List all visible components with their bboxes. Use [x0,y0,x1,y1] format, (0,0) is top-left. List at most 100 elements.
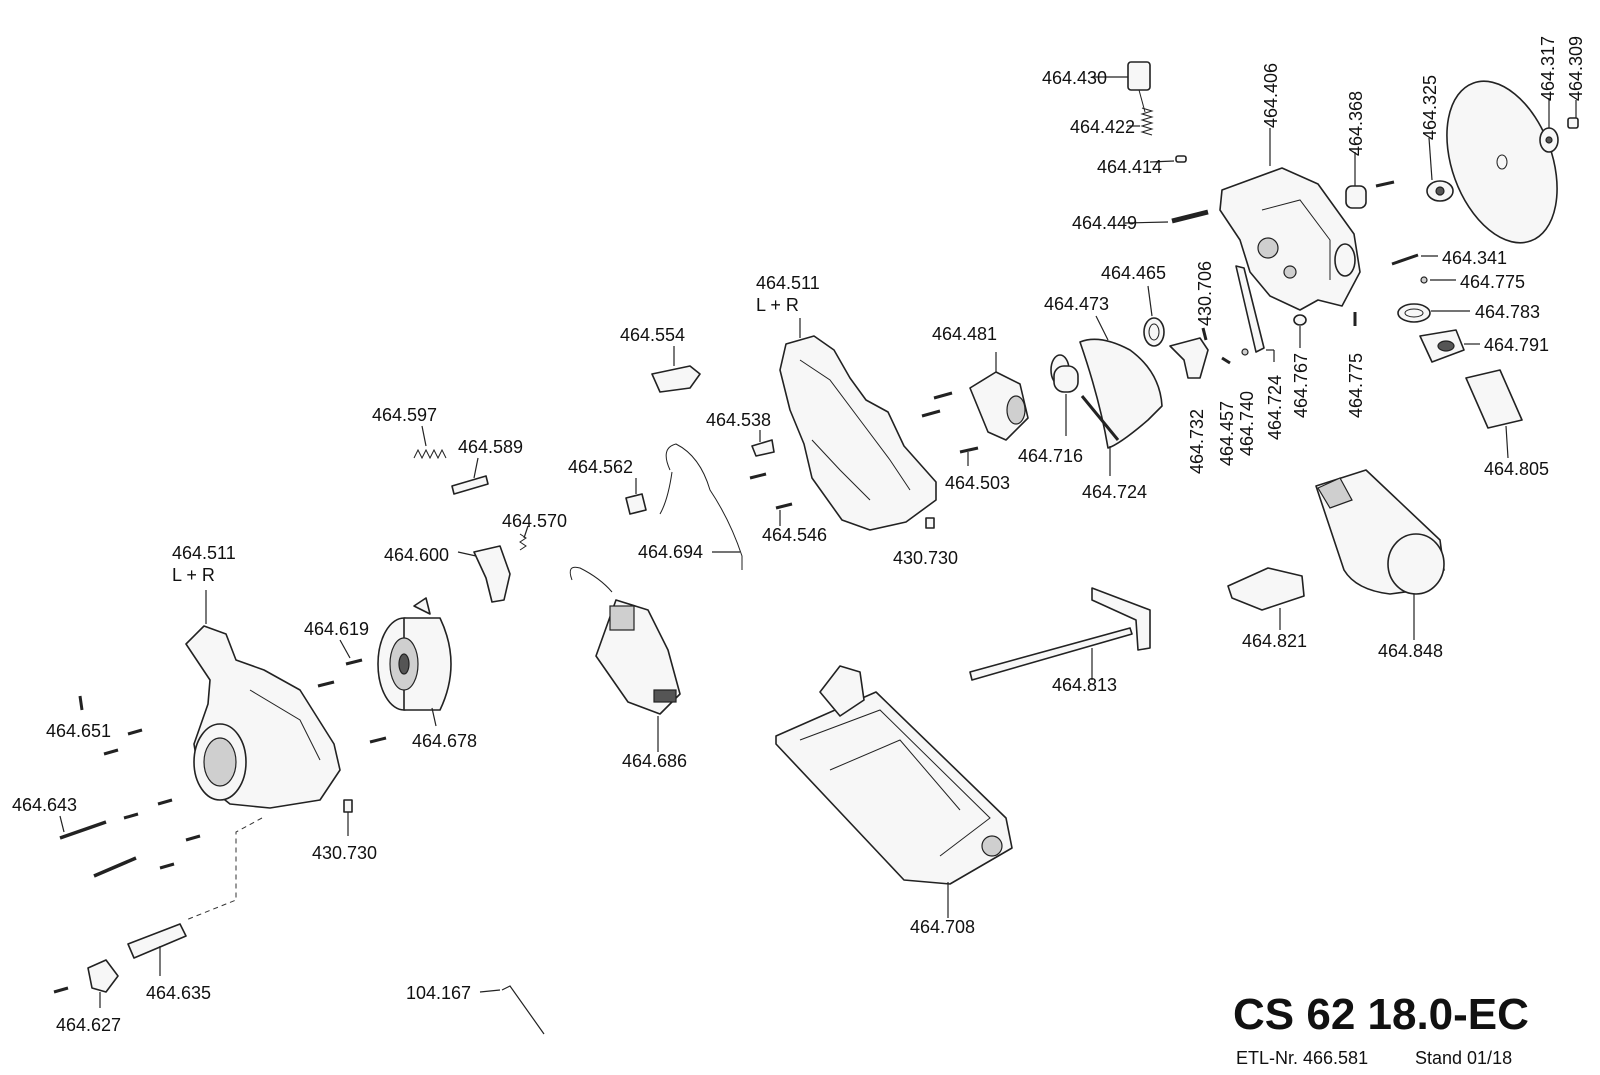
dashed-assembly-line [185,817,263,921]
slider-464589 [451,457,489,495]
rip-fence-464813 [969,587,1151,681]
clamp-464627 [87,959,119,1008]
label-464325: 464.325 [1420,74,1440,140]
spring-464724b [1080,395,1120,476]
label-464651: 464.651 [46,721,112,741]
label-464589: 464.589 [458,437,524,457]
lever-464732 [1169,337,1209,379]
label-464740: 464.740 [1237,390,1257,456]
label-464406: 464.406 [1261,62,1281,128]
spring-clip-464724a [1235,265,1275,362]
label-464791: 464.791 [1484,335,1550,355]
label-464732: 464.732 [1187,408,1207,474]
hex-key-104167 [479,985,545,1035]
label-464511-left: 464.511 [172,543,236,563]
label-464619: 464.619 [304,619,370,639]
label-464481: 464.481 [932,324,998,344]
label-464341: 464.341 [1442,248,1508,268]
label-464708: 464.708 [910,917,976,937]
label-464805: 464.805 [1484,459,1550,479]
label-464724-clip: 464.724 [1265,374,1285,440]
bearing-464368 [1345,152,1367,209]
screw-464368b [1375,180,1395,188]
shaft-464449 [1124,209,1209,224]
screw-464457 [1221,356,1231,365]
pin-464414 [1149,155,1187,163]
label-464716: 464.716 [1018,446,1084,466]
pin-430730a [925,517,935,529]
screws-464546 [749,472,793,526]
label-464546: 464.546 [762,525,828,545]
pin-430706 [1201,327,1208,341]
label-464511-top-lr: L + R [756,295,799,315]
label-464465: 464.465 [1101,263,1167,283]
screws-464619 [317,639,387,744]
extraction-nozzle-464805 [1465,369,1523,459]
pin-464740 [1241,348,1249,356]
label-464643: 464.643 [12,795,78,815]
label-464503: 464.503 [945,473,1011,493]
label-464694: 464.694 [638,542,704,562]
spring-464422 [1127,107,1154,136]
adapter-464791 [1419,329,1480,363]
label-464430: 464.430 [1042,68,1108,88]
cable-464694 [659,443,743,570]
label-464414: 464.414 [1097,157,1163,177]
label-464724-spring: 464.724 [1082,482,1148,502]
clip-464538 [751,430,775,457]
label-464538: 464.538 [706,410,772,430]
long-screws-464643 [59,798,201,878]
electronics-464686 [569,566,681,752]
label-430730-bottom: 430.730 [312,843,378,863]
label-464368: 464.368 [1346,90,1366,156]
bolt-464635 [127,923,187,976]
label-464511-top: 464.511 [756,273,820,293]
etl-number: ETL-Nr. 466.581 [1236,1048,1369,1068]
label-464627: 464.627 [56,1015,122,1035]
seal-464783 [1397,303,1470,323]
washer-464767 [1293,314,1307,348]
label-464767: 464.767 [1291,352,1311,418]
label-464821: 464.821 [1242,631,1308,651]
pin-430730b [343,799,353,836]
trigger-464600 [457,545,511,603]
spring-464597 [413,425,447,460]
part-464775a [1420,276,1456,284]
gear-housing-464406 [1219,128,1361,311]
label-104167: 104.167 [406,983,472,1003]
base-plate-464708 [775,665,1013,918]
screws-464503 [921,391,979,466]
label-464309: 464.309 [1566,35,1586,101]
housing-half-464511-top [779,318,937,531]
housing-half-464511-left [185,590,341,809]
label-464511-left-lr: L + R [172,565,215,585]
label-464678: 464.678 [412,731,478,751]
cover-464554 [651,346,701,393]
label-464783: 464.783 [1475,302,1541,322]
label-464597: 464.597 [372,405,438,425]
screw-464627b [53,986,69,994]
screws-464651 [78,695,143,756]
sensor-464562 [625,478,647,515]
stand-date: Stand 01/18 [1415,1048,1513,1068]
flange-464325 [1426,137,1454,202]
label-464317: 464.317 [1538,35,1558,101]
guard-464473 [1079,315,1163,449]
label-430706: 430.706 [1195,260,1215,326]
label-464775-top: 464.775 [1460,272,1526,292]
sleeve-464716 [1050,354,1079,436]
label-464554: 464.554 [620,325,686,345]
label-464848: 464.848 [1378,641,1444,661]
label-430730-top: 430.730 [893,548,959,568]
flange-464317 [1539,98,1559,153]
label-464686: 464.686 [622,751,688,771]
spindle-lock-button-464430 [1092,61,1151,113]
bearing-plate-464481 [969,352,1029,441]
label-464473: 464.473 [1044,294,1110,314]
spring-464570 [519,525,529,551]
label-464449: 464.449 [1072,213,1138,233]
screw-464309 [1567,100,1579,129]
model-title: CS 62 18.0-EC [1233,990,1529,1039]
